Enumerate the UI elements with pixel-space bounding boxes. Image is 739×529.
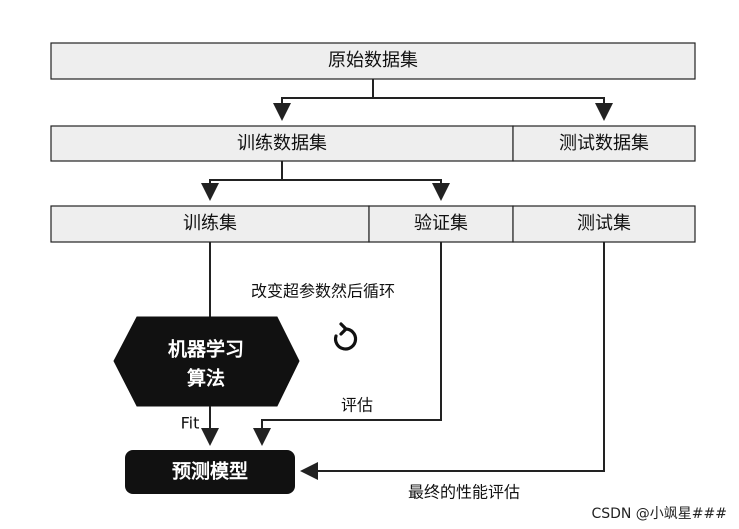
predictive-model-label: 预测模型 xyxy=(172,460,248,483)
machine-learning-algorithm-label-line1: 机器学习 xyxy=(168,338,244,361)
fit-label: Fit xyxy=(181,414,200,433)
validation-set-label: 验证集 xyxy=(414,213,468,234)
split-training-to-validation-connector xyxy=(282,179,450,201)
validation-set-box: 验证集 xyxy=(368,205,514,243)
test-dataset-label: 测试数据集 xyxy=(559,133,649,154)
rotate-icon xyxy=(333,322,358,351)
training-dataset-box: 训练数据集 xyxy=(50,125,514,162)
test-dataset-box: 测试数据集 xyxy=(512,125,696,162)
test-set-label: 测试集 xyxy=(577,213,631,234)
training-set-label: 训练集 xyxy=(183,213,237,234)
evaluation-label: 评估 xyxy=(341,396,373,415)
training-set-box: 训练集 xyxy=(50,205,370,243)
test-set-box: 测试集 xyxy=(512,205,696,243)
final-evaluation-label: 最终的性能评估 xyxy=(408,483,520,502)
machine-learning-algorithm-node: 机器学习 算法 xyxy=(113,316,300,407)
original-dataset-box: 原始数据集 xyxy=(50,42,696,80)
hyperparameter-loop-label: 改变超参数然后循环 xyxy=(251,282,395,301)
split-training-dataset-connector xyxy=(201,161,283,201)
validation-evaluation-arrow xyxy=(253,242,442,446)
machine-learning-algorithm-label-line2: 算法 xyxy=(187,367,225,390)
predictive-model-node: 预测模型 xyxy=(125,450,295,494)
training-dataset-label: 训练数据集 xyxy=(237,133,327,154)
csdn-watermark: CSDN @小飒星### xyxy=(591,506,727,522)
original-dataset-label: 原始数据集 xyxy=(328,50,418,71)
split-original-to-test-connector xyxy=(373,97,613,121)
split-original-dataset-connector xyxy=(273,79,374,121)
test-final-evaluation-arrow xyxy=(300,242,605,480)
